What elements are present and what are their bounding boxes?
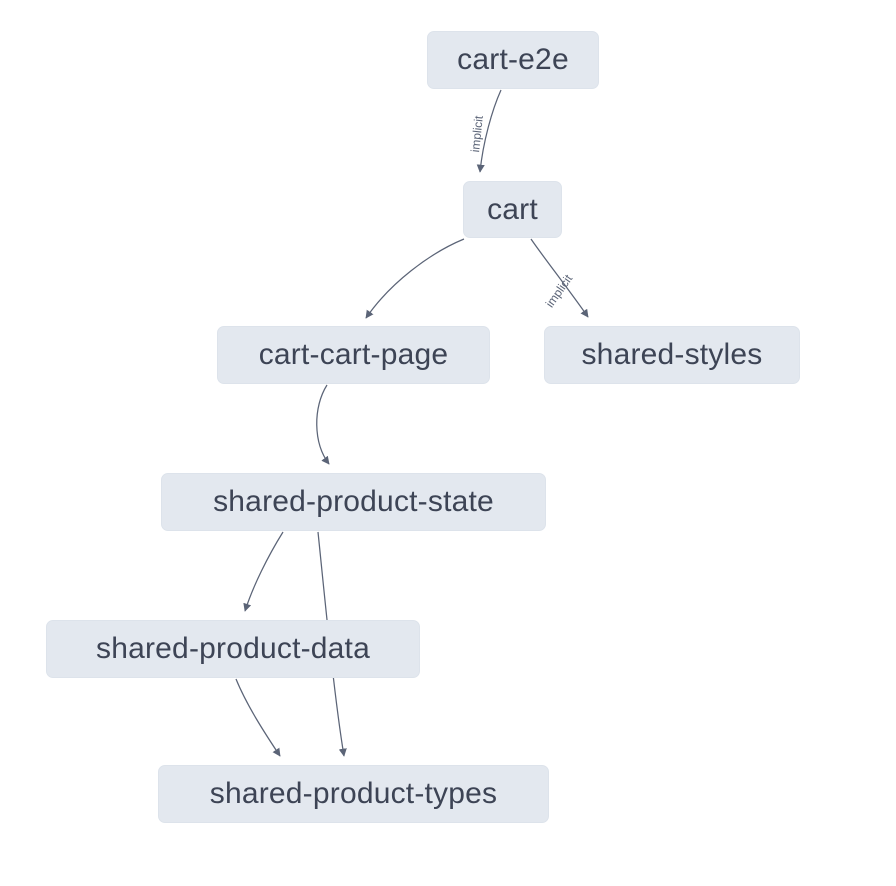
graph-node-label: cart — [487, 192, 538, 226]
graph-node-cart-e2e[interactable]: cart-e2e — [427, 31, 599, 89]
edge-label-implicit-cart-e2e-cart: implicit — [468, 115, 486, 153]
edge-cart-to-shared-styles — [530, 238, 589, 318]
edge-shared-product-state-to-shared-product-data — [243, 531, 284, 612]
edge-cart-cart-page-to-shared-product-state — [316, 384, 330, 465]
graph-node-shared-product-data[interactable]: shared-product-data — [46, 620, 420, 678]
graph-node-label: shared-product-data — [96, 632, 370, 665]
edge-cart-e2e-to-cart — [476, 89, 502, 173]
graph-node-cart-cart-page[interactable]: cart-cart-page — [217, 326, 490, 384]
graph-node-label: shared-product-types — [209, 777, 498, 810]
graph-node-shared-product-types[interactable]: shared-product-types — [158, 765, 549, 823]
graph-node-label: cart-cart-page — [258, 338, 449, 371]
edge-cart-to-cart-cart-page — [365, 238, 465, 319]
graph-node-shared-styles[interactable]: shared-styles — [544, 326, 800, 384]
edge-shared-product-data-to-shared-product-types — [235, 678, 281, 757]
graph-node-shared-product-state[interactable]: shared-product-state — [161, 473, 546, 531]
graph-node-label: shared-product-state — [213, 485, 494, 518]
graph-node-cart[interactable]: cart — [463, 181, 562, 238]
graph-node-label: cart-e2e — [457, 43, 569, 76]
graph-node-label: shared-styles — [581, 338, 763, 371]
